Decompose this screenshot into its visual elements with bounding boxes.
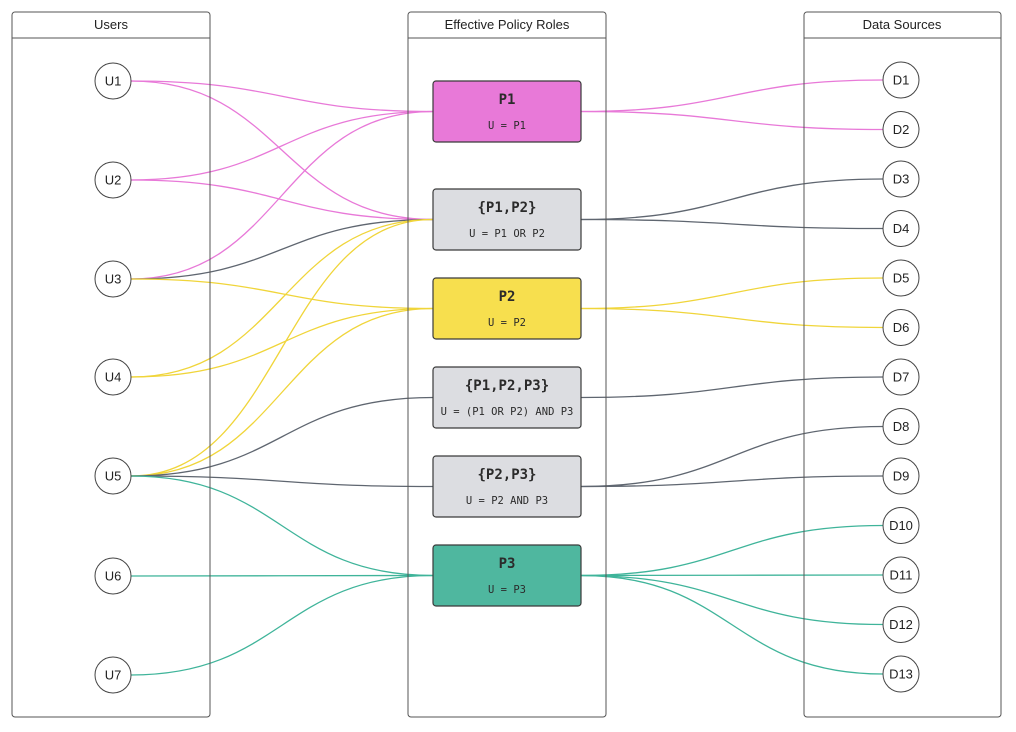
- user-node-u4: U4: [94, 358, 132, 396]
- link-u7-p3: [130, 574, 434, 676]
- roles-column: Effective Policy Roles: [407, 11, 607, 718]
- user-node-u7: U7: [94, 656, 132, 694]
- user-node-u3-label: U3: [105, 272, 122, 287]
- connector-layer: [130, 79, 884, 676]
- user-node-u1-label: U1: [105, 74, 122, 89]
- source-node-d3-label: D3: [893, 172, 910, 187]
- role-box-p2: P2 U = P2: [432, 277, 582, 340]
- role-title-p1: P1: [499, 92, 516, 108]
- user-node-u4-label: U4: [105, 370, 122, 385]
- link-p2-d6: [580, 307, 884, 329]
- role-box-p3: P3 U = P3: [432, 544, 582, 607]
- link-p1p2p3-d7: [580, 376, 884, 399]
- source-node-d10-label: D10: [889, 518, 913, 533]
- source-node-d9: D9: [882, 457, 920, 495]
- user-node-u1: U1: [94, 62, 132, 100]
- source-node-d1-label: D1: [893, 73, 910, 88]
- source-node-d10: D10: [882, 507, 920, 544]
- role-rule-p1p2p3: U = (P1 OR P2) AND P3: [441, 406, 574, 418]
- source-node-d7-label: D7: [893, 370, 910, 385]
- user-node-u3: U3: [94, 260, 132, 298]
- user-node-u6: U6: [94, 557, 132, 595]
- role-title-p2: P2: [499, 289, 516, 305]
- source-node-d13: D13: [882, 655, 920, 693]
- user-node-u5-label: U5: [105, 469, 122, 484]
- source-node-d6: D6: [882, 309, 920, 346]
- link-p1-d1: [580, 79, 884, 113]
- role-title-p3: P3: [499, 556, 516, 572]
- link-u2-p1p2: [130, 179, 434, 221]
- link-u3-p1p2: [130, 218, 434, 280]
- link-u3-p1: [130, 110, 434, 280]
- link-u6-p3: [130, 574, 434, 577]
- source-node-d3: D3: [882, 160, 920, 198]
- source-node-d11-label: D11: [890, 568, 913, 583]
- sources-column-title: Data Sources: [863, 17, 942, 32]
- link-p2p3-d9: [580, 475, 884, 488]
- link-p3-d12: [580, 574, 884, 626]
- source-node-d7: D7: [882, 358, 920, 396]
- source-node-d5-label: D5: [893, 271, 910, 286]
- link-p3-d10: [580, 524, 884, 577]
- roles-column-title: Effective Policy Roles: [445, 17, 570, 32]
- role-title-p1p2p3: {P1,P2,P3}: [465, 378, 549, 394]
- source-node-d11: D11: [882, 556, 920, 594]
- user-node-u2-label: U2: [105, 173, 122, 188]
- user-node-u7-label: U7: [105, 668, 122, 683]
- role-rule-p2p3: U = P2 AND P3: [466, 495, 548, 507]
- role-rule-p1: U = P1: [488, 120, 526, 132]
- source-node-d1: D1: [882, 61, 920, 99]
- link-u5-p2: [130, 307, 434, 477]
- source-node-d4: D4: [882, 210, 920, 247]
- source-node-d8-label: D8: [893, 419, 910, 434]
- role-title-p1p2: {P1,P2}: [477, 200, 536, 216]
- role-box-p1: P1 U = P1: [432, 80, 582, 143]
- link-u1-p1p2: [130, 80, 434, 221]
- link-u4-p2: [130, 307, 434, 378]
- link-u1-p1: [130, 80, 434, 113]
- source-node-d13-label: D13: [889, 667, 913, 682]
- source-node-d2-label: D2: [893, 122, 910, 137]
- role-rule-p2: U = P2: [488, 317, 526, 329]
- user-node-u5: U5: [94, 457, 132, 495]
- link-u4-p1p2: [130, 218, 434, 378]
- source-node-d5: D5: [882, 259, 920, 297]
- role-box-p2p3: {P2,P3} U = P2 AND P3: [432, 455, 582, 518]
- users-column-title: Users: [94, 17, 128, 32]
- link-u5-p2p3: [130, 475, 434, 488]
- link-u5-p3: [130, 475, 434, 577]
- link-u5-p1p2p3: [130, 396, 434, 477]
- role-title-p2p3: {P2,P3}: [477, 467, 536, 483]
- source-node-d2: D2: [882, 111, 920, 148]
- link-p1p2-d4: [580, 218, 884, 230]
- user-node-u6-label: U6: [105, 569, 122, 584]
- link-p2p3-d8: [580, 425, 884, 488]
- link-p2-d5: [580, 277, 884, 310]
- source-node-d12-label: D12: [889, 617, 913, 632]
- link-u3-p2: [130, 278, 434, 310]
- source-node-d12: D12: [882, 606, 920, 643]
- users-column: Users: [11, 11, 211, 718]
- user-node-u2: U2: [94, 161, 132, 199]
- source-node-d4-label: D4: [893, 221, 910, 236]
- sources-column: Data Sources: [803, 11, 1002, 718]
- role-rule-p3: U = P3: [488, 584, 526, 596]
- link-p1-d2: [580, 110, 884, 131]
- role-nodes: P1 U = P1 {P1,P2} U = P1 OR P2 P2 U = P2 {P1,P…: [432, 80, 582, 607]
- role-box-p1p2: {P1,P2} U = P1 OR P2: [432, 188, 582, 251]
- source-node-d9-label: D9: [893, 469, 910, 484]
- source-node-d6-label: D6: [893, 320, 910, 335]
- role-box-p1p2p3: {P1,P2,P3} U = (P1 OR P2) AND P3: [432, 366, 582, 429]
- role-rule-p1p2: U = P1 OR P2: [469, 228, 545, 240]
- link-u5-p1p2: [130, 218, 434, 477]
- source-node-d8: D8: [882, 408, 920, 445]
- link-p3-d13: [580, 574, 884, 675]
- link-p3-d11: [580, 574, 884, 577]
- link-u2-p1: [130, 110, 434, 181]
- link-p1p2-d3: [580, 178, 884, 221]
